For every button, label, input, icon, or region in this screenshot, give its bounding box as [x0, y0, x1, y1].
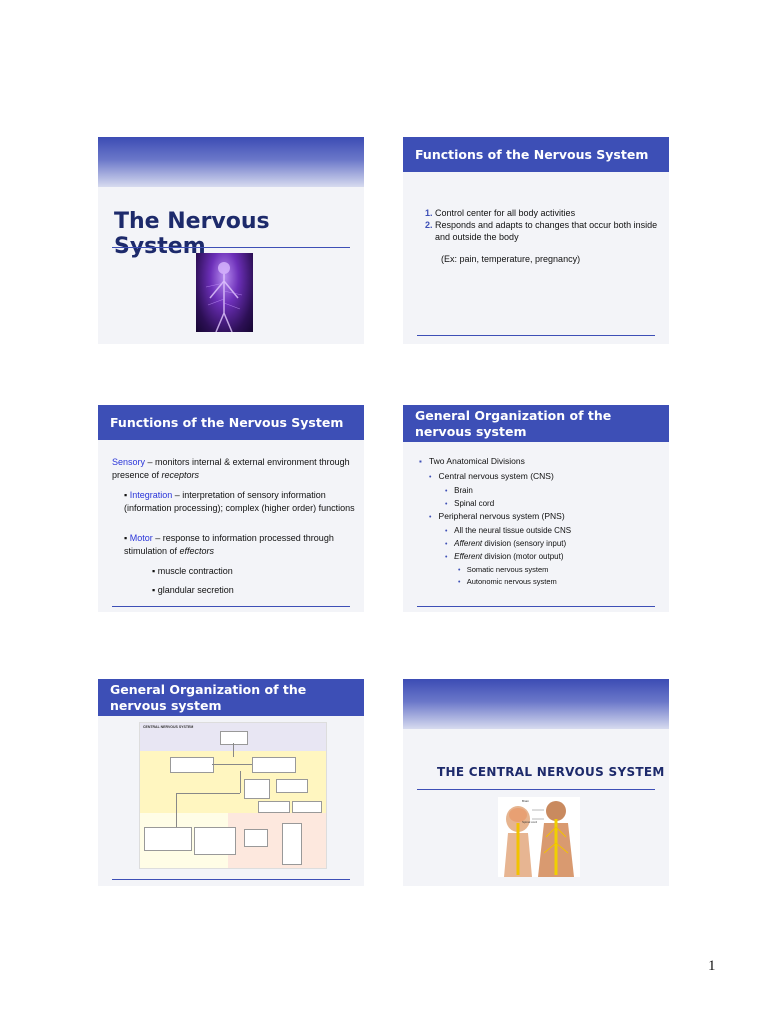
sub-item-text: glandular secretion: [157, 585, 234, 595]
label-brain: Brain: [522, 799, 529, 803]
slide-title: The Nervous System: [98, 137, 364, 344]
label-spinal-cord: Spinal cord: [522, 820, 537, 824]
function-list: Control center for all body activities R…: [415, 207, 669, 243]
list-item: Control center for all body activities: [435, 207, 669, 219]
list-item-text: Autonomic nervous system: [466, 577, 557, 586]
diagram-box: [194, 827, 236, 855]
list-item: • All the neural tissue outside CNS: [445, 526, 572, 535]
sub-item: ▪ muscle contraction: [152, 566, 233, 576]
list-item: • Somatic nervous system: [458, 565, 549, 574]
connector: [176, 793, 177, 827]
list-item: Responds and adapts to changes that occu…: [435, 219, 669, 243]
title-gradient-bar: [98, 137, 364, 187]
slide-title-text: THE CENTRAL NERVOUS SYSTEM: [437, 765, 665, 779]
motor-desc: – response to information processed thro…: [124, 533, 334, 556]
list-item: ▪ Two Anatomical Divisions: [419, 456, 525, 466]
slide-heading: Functions of the Nervous System: [415, 147, 649, 162]
sensory-text: Sensory – monitors internal & external e…: [112, 456, 352, 481]
diagram-box: [220, 731, 248, 745]
slide-cns: THE CENTRAL NERVOUS SYSTEM Brain Spinal …: [403, 679, 669, 886]
flow-title: CENTRAL NERVOUS SYSTEM: [143, 725, 194, 729]
receptors-term: receptors: [161, 469, 200, 480]
list-item: • Autonomic nervous system: [458, 577, 557, 586]
divider: [112, 247, 350, 248]
list-item: • Spinal cord: [445, 499, 495, 508]
sub-item-text: muscle contraction: [157, 566, 233, 576]
keyword-motor: Motor: [129, 533, 153, 543]
slide-functions-2: Functions of the Nervous System Sensory …: [98, 405, 364, 612]
nervous-system-image: [196, 253, 253, 333]
diagram-box: [282, 823, 302, 865]
list-item: • Brain: [445, 486, 473, 495]
list-item: • Afferent division (sensory input): [445, 539, 567, 548]
diagram-box: [252, 757, 296, 773]
list-item-text: All the neural tissue outside CNS: [454, 526, 572, 535]
divider: [417, 335, 655, 336]
diagram-box: [276, 779, 308, 793]
keyword-integration: Integration: [129, 490, 173, 500]
slide-heading-bar: General Organization of the nervous syst…: [98, 679, 364, 716]
divider: [417, 606, 655, 607]
connector: [212, 764, 252, 765]
slide-heading: General Organization of the nervous syst…: [110, 682, 307, 713]
list-item: • Central nervous system (CNS): [429, 471, 554, 481]
diagram-box: [244, 779, 270, 799]
slide-heading-bar: Functions of the Nervous System: [403, 137, 669, 172]
sensory-desc: – monitors internal & external environme…: [112, 457, 350, 480]
list-item-text: Brain: [454, 486, 473, 495]
divider: [417, 789, 655, 790]
slide-heading: General Organization of the nervous syst…: [415, 408, 612, 439]
list-item-text: Peripheral nervous system (PNS): [438, 511, 565, 521]
example-text: (Ex: pain, temperature, pregnancy): [441, 254, 581, 264]
list-item-text: Somatic nervous system: [466, 565, 549, 574]
title-gradient-bar: [403, 679, 669, 729]
list-item-text: Spinal cord: [454, 499, 495, 508]
list-item-text: division (sensory input): [482, 539, 567, 548]
integration-desc: – interpretation of sensory information …: [124, 490, 355, 513]
connector: [240, 771, 241, 793]
afferent-term: Afferent: [454, 539, 483, 548]
list-item-text: Two Anatomical Divisions: [428, 456, 525, 466]
page-number: 1: [708, 958, 716, 974]
effectors-term: effectors: [179, 545, 215, 556]
keyword-sensory: Sensory: [112, 457, 146, 467]
diagram-box: [292, 801, 322, 813]
slide-heading-bar: Functions of the Nervous System: [98, 405, 364, 440]
organization-flowchart: CENTRAL NERVOUS SYSTEM: [139, 722, 327, 869]
diagram-box: [244, 829, 268, 847]
motor-text: ▪ Motor – response to information proces…: [124, 533, 334, 556]
efferent-term: Efferent: [454, 552, 483, 561]
diagram-box: [170, 757, 214, 773]
slide-organization: General Organization of the nervous syst…: [403, 405, 669, 612]
sub-item: ▪ glandular secretion: [152, 585, 234, 595]
diagram-box: [258, 801, 290, 813]
list-item: • Efferent division (motor output): [445, 552, 564, 561]
slide-heading-bar: General Organization of the nervous syst…: [403, 405, 669, 442]
diagram-box: [144, 827, 192, 851]
list-item-text: division (motor output): [482, 552, 564, 561]
list-item: • Peripheral nervous system (PNS): [429, 511, 565, 521]
slide-heading: Functions of the Nervous System: [110, 415, 344, 430]
integration-text: ▪ Integration – interpretation of sensor…: [124, 490, 355, 513]
slide-organization-diagram: General Organization of the nervous syst…: [98, 679, 364, 886]
divider: [112, 606, 350, 607]
connector: [233, 743, 234, 757]
slide-title-text: The Nervous System: [114, 209, 270, 259]
divider: [112, 879, 350, 880]
connector: [176, 793, 240, 794]
diagram-band: [228, 813, 326, 868]
list-item-text: Central nervous system (CNS): [438, 471, 554, 481]
cns-illustration: Brain Spinal cord: [498, 797, 580, 877]
slide-functions-1: Functions of the Nervous System Control …: [403, 137, 669, 344]
